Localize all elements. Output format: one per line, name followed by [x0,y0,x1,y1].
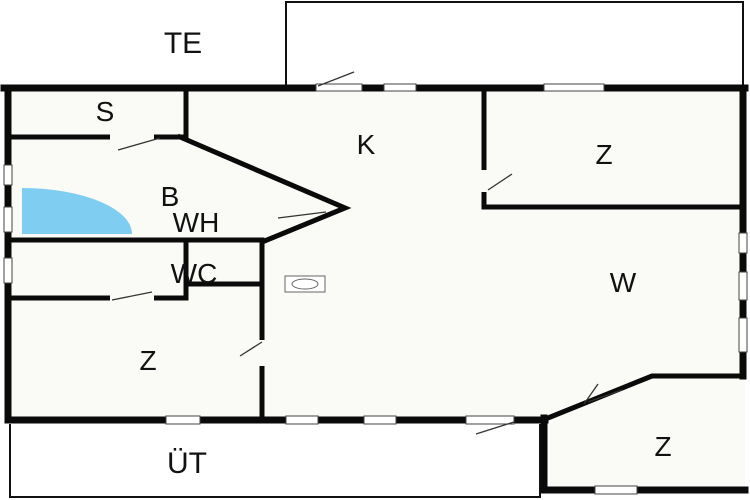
window-left-3 [3,257,13,284]
label-living: W [610,267,637,298]
door-swing-room-left [239,341,263,357]
window-bottom-3 [363,415,397,425]
window-right-3 [738,317,748,353]
door-swing-bath [277,211,327,219]
door-swing-room-bottom-right-a [583,383,599,405]
door-swing-wc [111,291,153,301]
door-swing-room-bottom-right-b [587,389,623,403]
label-room-bottom-right: Z [654,431,671,462]
interior-walls [9,87,746,423]
door-gap-storage [110,133,154,141]
label-terrace-bottom: ÜT [167,447,207,480]
exterior-walls [0,84,749,494]
door-swing-storage [117,137,161,151]
window-bottom-5 [594,485,638,495]
wall-bath-diagonal [176,133,352,423]
shower-icon [22,188,132,234]
label-boiler: WH [173,207,220,238]
label-storage: S [96,96,115,127]
interior-floor [12,88,745,418]
window-bottom-2 [285,415,319,425]
window-top-1 [315,83,363,92]
wall-room-bottom-right-top [544,373,746,422]
floor-areas [10,2,745,498]
label-room-top-right: Z [595,139,612,170]
window-right-1 [738,232,748,254]
label-toilet: WC [171,258,218,289]
window-right-2 [738,271,748,301]
door-gap-room-left [257,340,267,366]
window-left-1 [3,164,13,186]
window-top-3 [543,83,605,92]
door-swings [111,71,623,435]
terrace-bottom-area [10,424,540,498]
window-bottom-4 [465,415,515,425]
windows [3,83,748,495]
door-gap-wc [110,294,154,302]
stove-icon [284,275,326,293]
terrace-outlines [9,1,744,498]
window-bottom-1 [165,415,201,425]
label-terrace-top: TE [164,27,202,60]
label-room-left: Z [139,345,156,376]
room-labels: TE S K Z B WH WC W Z Z ÜT [96,27,672,480]
door-gap-room-top-right [480,170,489,192]
room-bottom-right-floor [550,376,745,490]
terrace-bottom-outline [9,424,541,498]
terrace-top-outline [285,1,744,86]
terrace-top-area [286,2,743,84]
door-openings [110,133,489,366]
door-swing-terrace-bottom [475,421,515,435]
label-bath: B [161,181,180,212]
window-top-2 [383,83,417,92]
door-swing-entrance [317,71,355,87]
window-left-2 [3,206,13,233]
label-kitchen: K [357,129,376,160]
door-swing-room-top-right [487,173,513,191]
